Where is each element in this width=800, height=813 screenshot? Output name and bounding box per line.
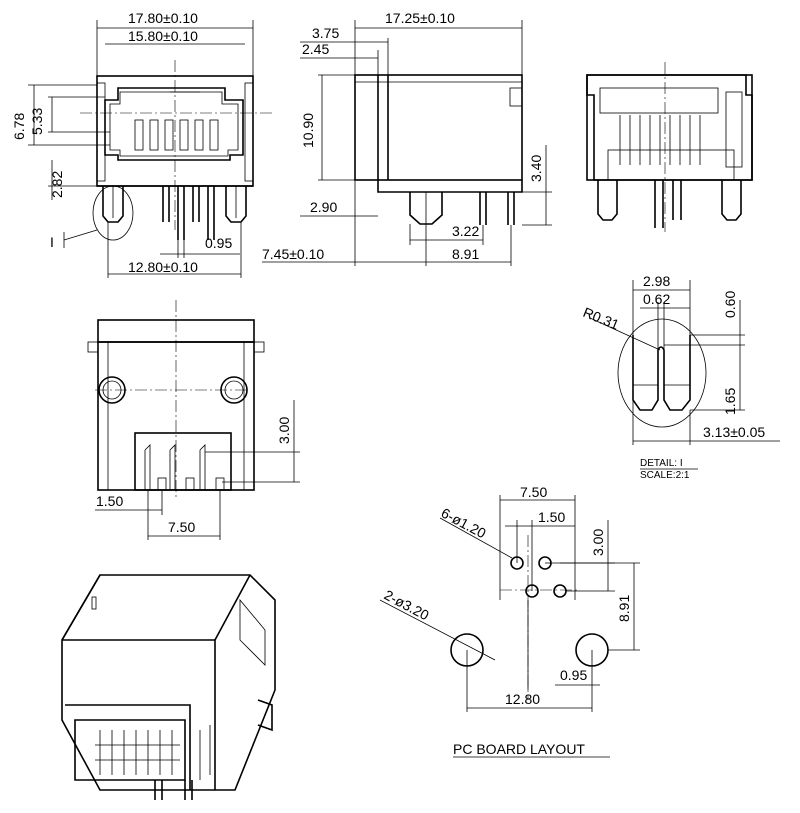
dim-label: 17.80±0.10 bbox=[128, 10, 198, 26]
dim-label: 15.80±0.10 bbox=[128, 28, 198, 44]
dim-label: 7.50 bbox=[520, 484, 547, 500]
dim-label: 5.33 bbox=[29, 108, 45, 135]
dim-label: 1.50 bbox=[96, 493, 123, 509]
dim-label: 3.13±0.05 bbox=[703, 424, 765, 440]
dim-label: 0.95 bbox=[560, 667, 587, 683]
back-view bbox=[586, 62, 753, 232]
dim-label: 6-ø1.20 bbox=[439, 505, 489, 542]
dim-label: 7.50 bbox=[168, 519, 195, 535]
pcb-hole bbox=[553, 584, 567, 598]
dim-label: 3.40 bbox=[528, 155, 544, 182]
dim-label: 3.00 bbox=[590, 529, 606, 556]
dim-label: 12.80±0.10 bbox=[128, 259, 198, 275]
dim-label: 8.91 bbox=[616, 595, 632, 622]
dim-label: 3.75 bbox=[312, 25, 339, 41]
dim-label: 17.25±0.10 bbox=[385, 10, 455, 26]
pcb-layout: 7.50 1.50 6-ø1.20 3.00 2-ø3.20 8.91 0.95… bbox=[379, 484, 640, 758]
dim-label: 3.22 bbox=[452, 223, 479, 239]
dim-label: 0.62 bbox=[643, 291, 670, 307]
dim-label: 10.90 bbox=[300, 113, 316, 148]
dim-label: 7.45±0.10 bbox=[262, 246, 324, 262]
dim-label: 0.60 bbox=[722, 291, 738, 318]
side-view: 17.25±0.10 3.75 2.45 10.90 3.40 2.90 3.2… bbox=[262, 10, 552, 266]
detail-title: DETAIL: I bbox=[640, 458, 683, 469]
detail-view: 2.98 0.62 0.60 R0.31 1.65 3.13±0.05 DETA… bbox=[581, 273, 780, 481]
dim-label: 12.80 bbox=[505, 691, 540, 707]
dim-label: 6.78 bbox=[11, 113, 27, 140]
dim-label: 1.50 bbox=[538, 509, 565, 525]
dim-label: 2.98 bbox=[643, 273, 670, 289]
pcb-layout-title: PC BOARD LAYOUT bbox=[453, 741, 585, 757]
detail-marker: I bbox=[50, 234, 54, 250]
detail-scale: SCALE:2:1 bbox=[640, 470, 690, 481]
dim-label: 2.90 bbox=[310, 199, 337, 215]
isometric-view bbox=[61, 574, 276, 800]
dim-label: 8.91 bbox=[452, 246, 479, 262]
bottom-view: 3.00 1.50 7.50 bbox=[87, 300, 300, 540]
dim-label: 1.65 bbox=[722, 388, 738, 415]
dim-label: 0.95 bbox=[205, 235, 232, 251]
dim-label: 2.45 bbox=[302, 41, 329, 57]
front-view: I 17.80±0.10 15.80±0.10 6.78 5.33 2.82 1… bbox=[11, 10, 275, 278]
dim-label: R0.31 bbox=[581, 304, 622, 333]
dim-label: 2.82 bbox=[49, 171, 65, 198]
dim-label: 3.00 bbox=[276, 417, 292, 444]
